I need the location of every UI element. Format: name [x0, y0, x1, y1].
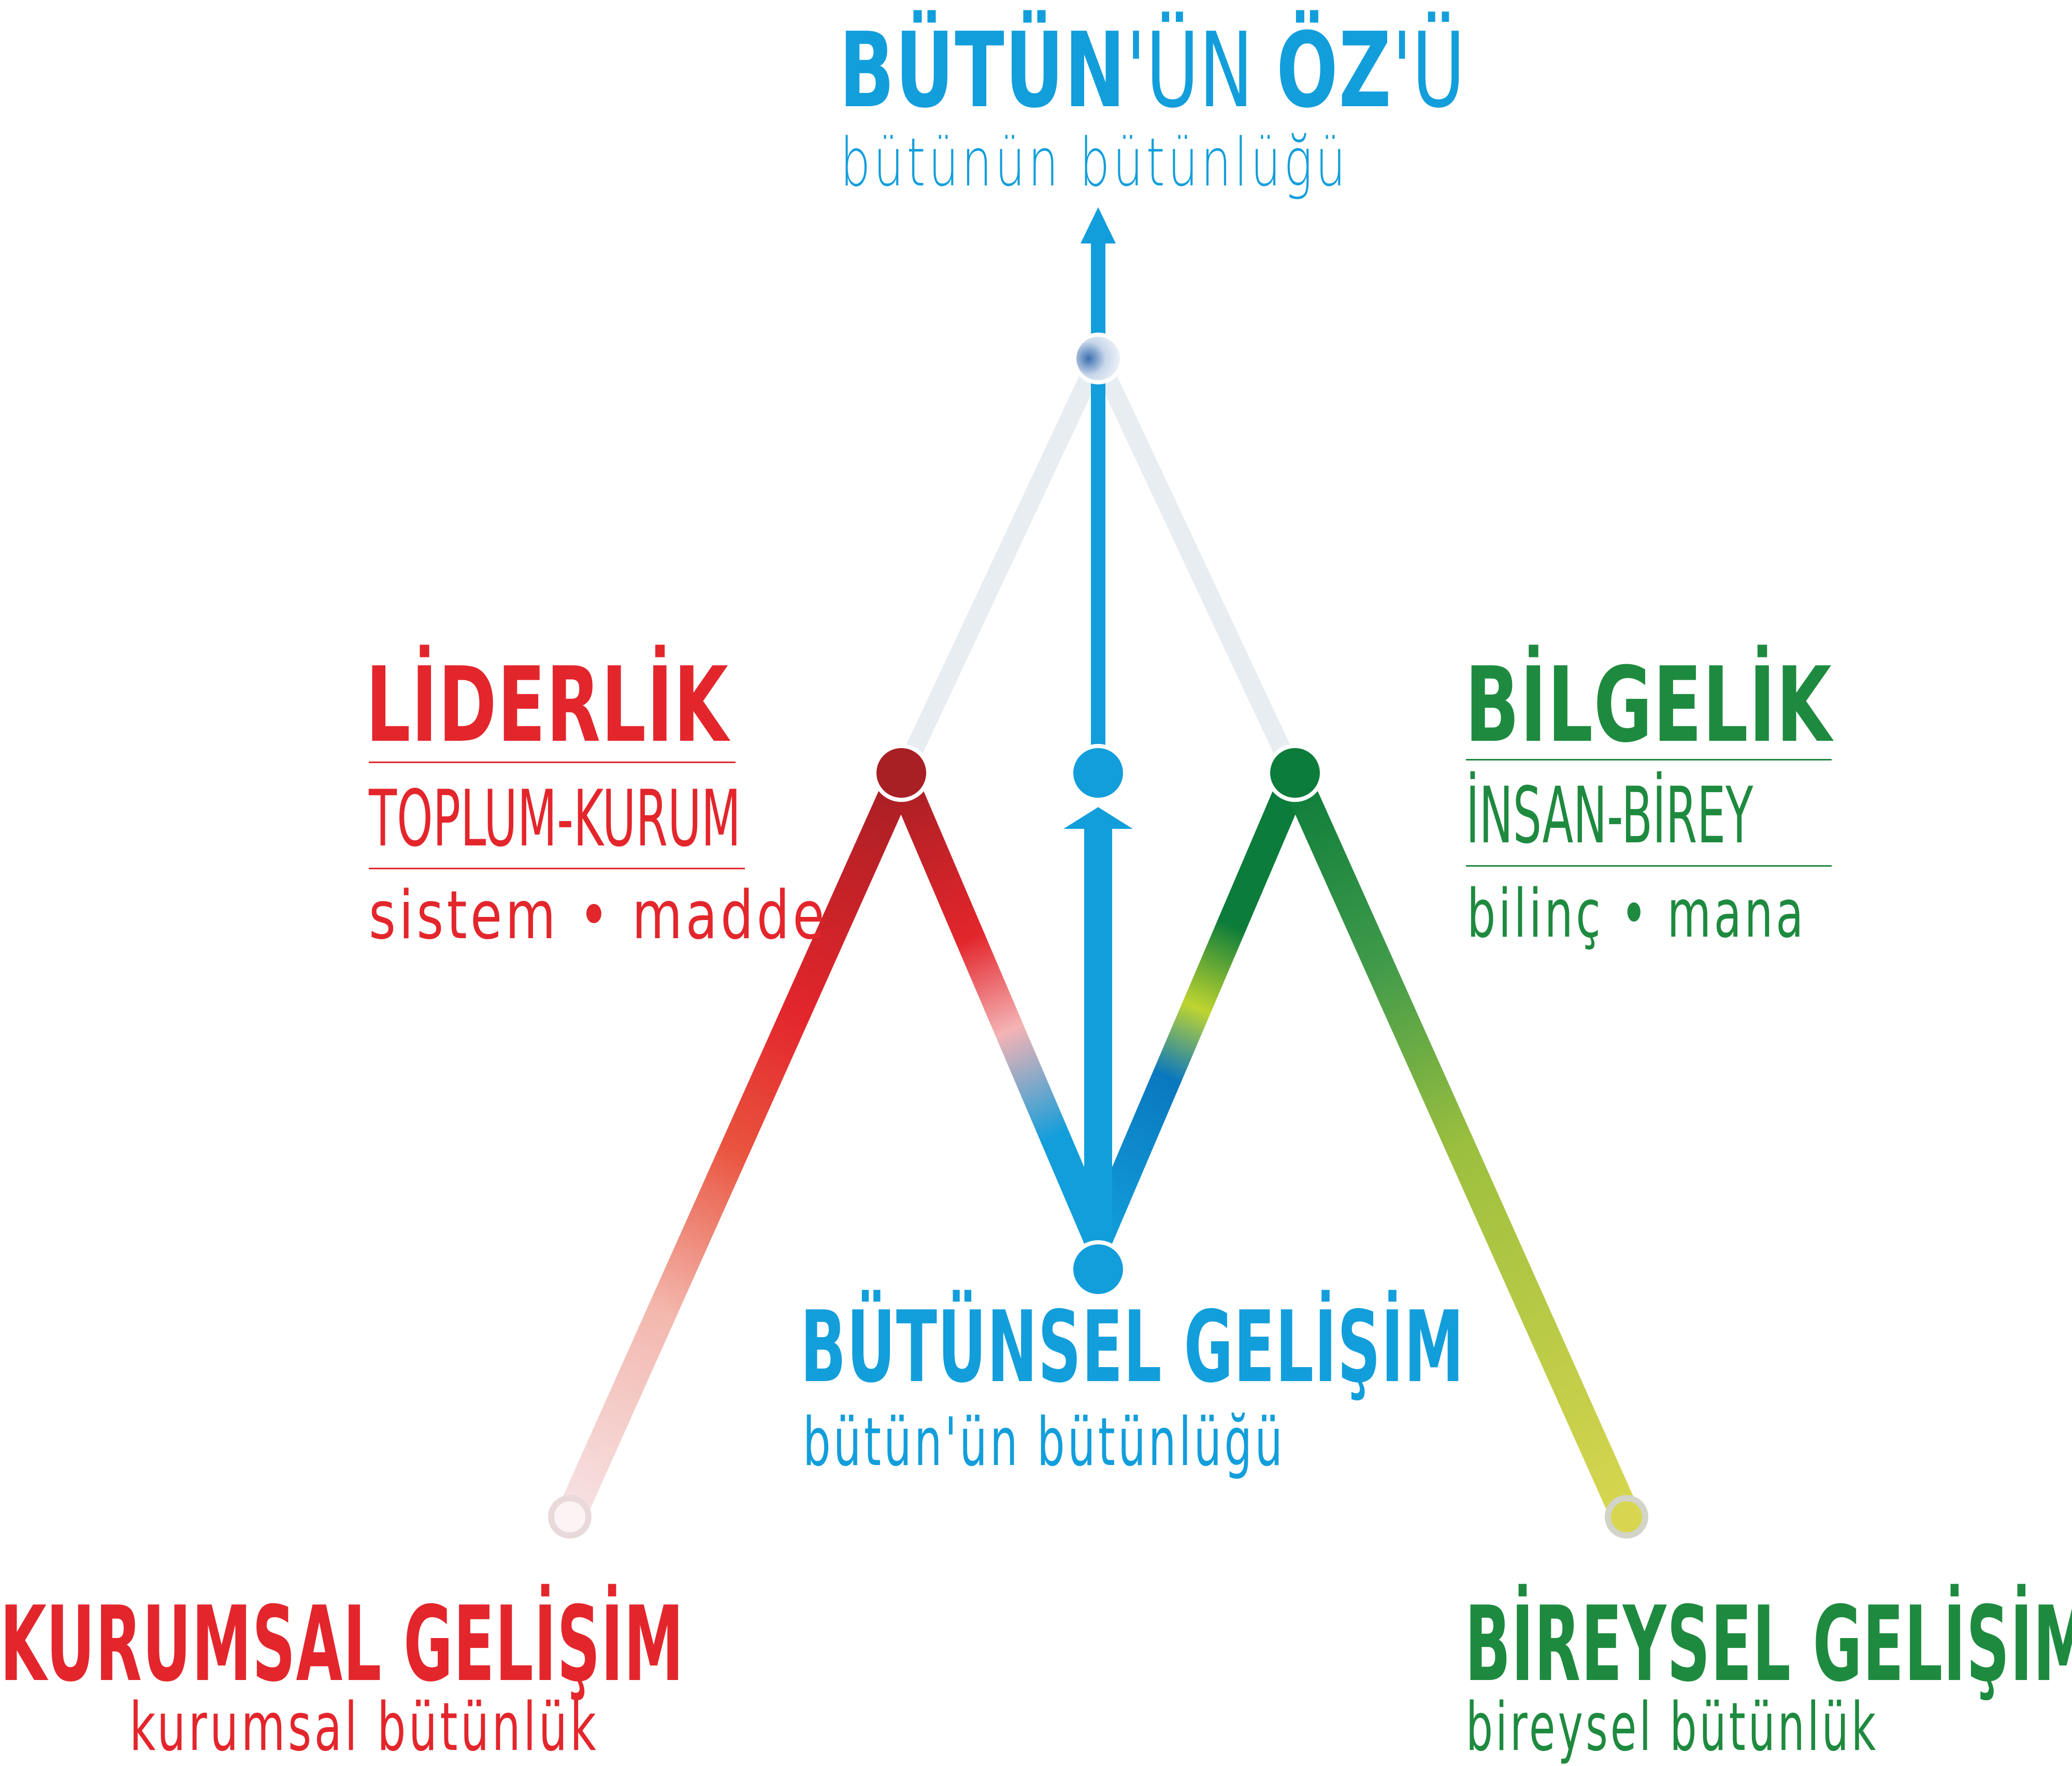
top-title-un: 'ÜN — [1126, 10, 1276, 131]
liderlik-rule-1 — [369, 762, 736, 763]
liderlik-title: LİDERLİK — [366, 645, 729, 766]
top-title-oz: ÖZ — [1276, 10, 1392, 131]
bilgelik-line3: bilinç • mana — [1467, 875, 1806, 953]
m-left-up-stroke — [555, 762, 916, 1533]
butunsel-node — [1069, 1240, 1127, 1298]
m-right-down-stroke — [1083, 762, 1310, 1253]
bilgelik-node — [1266, 744, 1324, 802]
bilgelik-rule-2 — [1466, 865, 1832, 867]
kurumsal-node — [548, 1495, 592, 1539]
center-upper-arrow-head — [1081, 207, 1116, 243]
kurumsal-title: KURUMSAL GELİŞİM — [0, 1584, 684, 1705]
liderlik-line2: TOPLUM-KURUM — [369, 774, 741, 864]
bilgelik-title: BİLGELİK — [1465, 645, 1833, 766]
center-mid-node — [1069, 744, 1127, 802]
center-lower-arrow-head — [1063, 807, 1133, 829]
bilgelik-rule-1 — [1466, 759, 1832, 760]
gray-line-right — [1089, 348, 1304, 786]
top-title-u: 'Ü — [1392, 10, 1465, 131]
bilgelik-line2: İNSAN-BİREY — [1466, 771, 1753, 861]
bireysel-title: BİREYSEL GELİŞİM — [1465, 1584, 2072, 1705]
bireysel-node — [1605, 1495, 1648, 1539]
center-lower-arrow-shaft — [1084, 829, 1112, 1238]
butunsel-subtitle: bütün'ün bütünlüğü — [803, 1404, 1286, 1481]
gray-line-left — [892, 348, 1107, 786]
top-subtitle: bütünün bütünlüğü — [840, 124, 1349, 202]
m-left-down-stroke — [886, 762, 1113, 1253]
liderlik-rule-2 — [369, 868, 745, 869]
liderlik-node — [872, 744, 930, 802]
top-title-butun: BÜTÜN — [839, 10, 1126, 131]
bireysel-subtitle: bireysel bütünlük — [1466, 1689, 1879, 1766]
center-upper-arrow-shaft — [1091, 238, 1105, 756]
top-title: BÜTÜN'ÜN ÖZ'Ü — [839, 10, 1465, 131]
m-right-up-stroke — [1280, 762, 1642, 1533]
top-apex-node — [1072, 333, 1124, 384]
kurumsal-subtitle: kurumsal bütünlük — [130, 1689, 599, 1766]
liderlik-line3: sistem • madde — [369, 877, 828, 954]
butunsel-title: BÜTÜNSEL GELİŞİM — [800, 1290, 1465, 1404]
